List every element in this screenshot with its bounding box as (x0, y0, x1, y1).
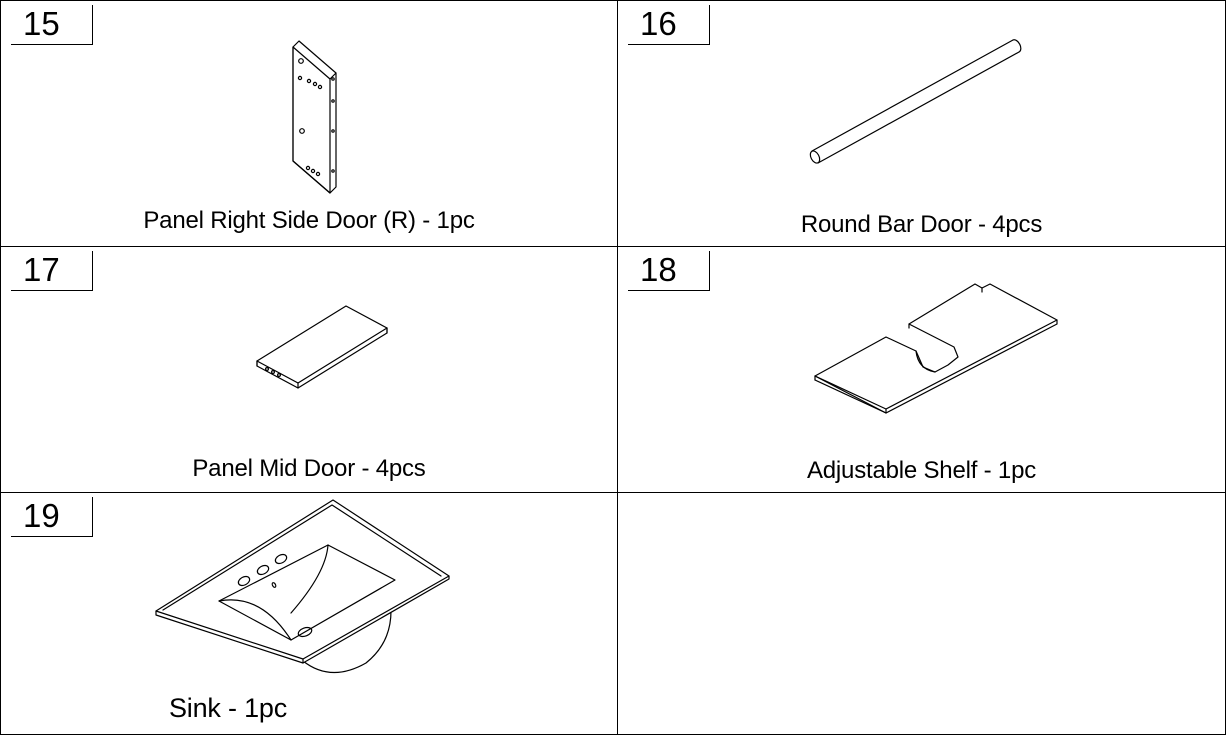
mid-door-panel-drawing (256, 305, 388, 389)
part-cell-15: 15 Panel Right Side Door (R) - 1pc (0, 0, 617, 246)
part-caption: Adjustable Shelf - 1pc (806, 457, 1037, 484)
part-cell-19: 19 Sink - 1pc (0, 492, 617, 735)
side-door-panel-drawing (292, 40, 337, 194)
part-number: 18 (628, 251, 710, 291)
part-number: 17 (11, 251, 93, 291)
part-caption: Round Bar Door - 4pcs (800, 211, 1043, 238)
part-number: 19 (11, 497, 93, 537)
part-caption: Panel Right Side Door (R) - 1pc (143, 207, 475, 234)
part-caption: Panel Mid Door - 4pcs (192, 455, 426, 482)
round-bar-drawing (809, 39, 1022, 164)
part-caption: Sink - 1pc (169, 693, 288, 723)
empty-cell (617, 492, 1226, 735)
part-number: 15 (11, 5, 93, 45)
sink-drawing (155, 499, 450, 674)
adjustable-shelf-drawing (814, 283, 1058, 414)
part-cell-16: 16 Round Bar Door - 4pcs (617, 0, 1226, 246)
part-number: 16 (628, 5, 710, 45)
part-cell-18: 18 Adjustable Shelf - 1pc (617, 246, 1226, 492)
part-cell-17: 17 Panel Mid Door - 4pcs (0, 246, 617, 492)
